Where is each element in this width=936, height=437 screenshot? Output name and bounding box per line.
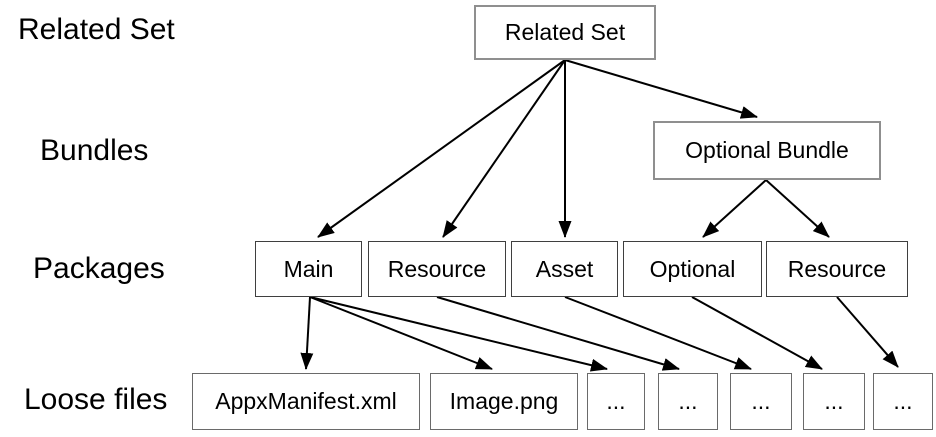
node-package-main: Main [255, 241, 362, 297]
edge-main-to-imagepng [309, 296, 493, 370]
node-file-image-png: Image.png [430, 373, 578, 430]
node-package-optional: Optional [623, 241, 762, 297]
node-file-appxmanifest-xml: AppxManifest.xml [192, 373, 420, 430]
node-related-set: Related Set [474, 5, 656, 60]
row-label-loose-files: Loose files [24, 383, 168, 416]
row-label-packages: Packages [33, 252, 165, 285]
edge-resource-to-dots-2 [436, 296, 680, 371]
node-file-ellipsis-5: ... [873, 373, 933, 430]
edge-optional-to-dots-4 [691, 296, 823, 370]
row-label-related-set: Related Set [18, 13, 175, 46]
node-package-asset: Asset [511, 241, 618, 297]
node-optional-bundle: Optional Bundle [653, 121, 881, 180]
edge-related-set-to-optional-bundle [564, 59, 758, 119]
node-file-ellipsis-1: ... [587, 373, 645, 430]
edge-main-to-dots-1 [309, 296, 608, 372]
edge-related-set-to-resource [442, 59, 566, 238]
edge-asset-to-dots-3 [564, 296, 752, 370]
edge-optional-bundle-to-optional [702, 179, 767, 238]
node-package-resource-2: Resource [766, 241, 908, 297]
row-label-bundles: Bundles [40, 134, 149, 167]
edge-optional-bundle-to-resource-2 [765, 179, 830, 238]
node-package-resource: Resource [368, 241, 506, 297]
edge-resource-2-to-dots-5 [836, 296, 899, 368]
node-file-ellipsis-4: ... [803, 373, 865, 430]
node-file-ellipsis-3: ... [730, 373, 792, 430]
edge-main-to-appxmanifest [300, 296, 314, 370]
edge-related-set-to-main [317, 59, 566, 238]
node-file-ellipsis-2: ... [658, 373, 718, 430]
